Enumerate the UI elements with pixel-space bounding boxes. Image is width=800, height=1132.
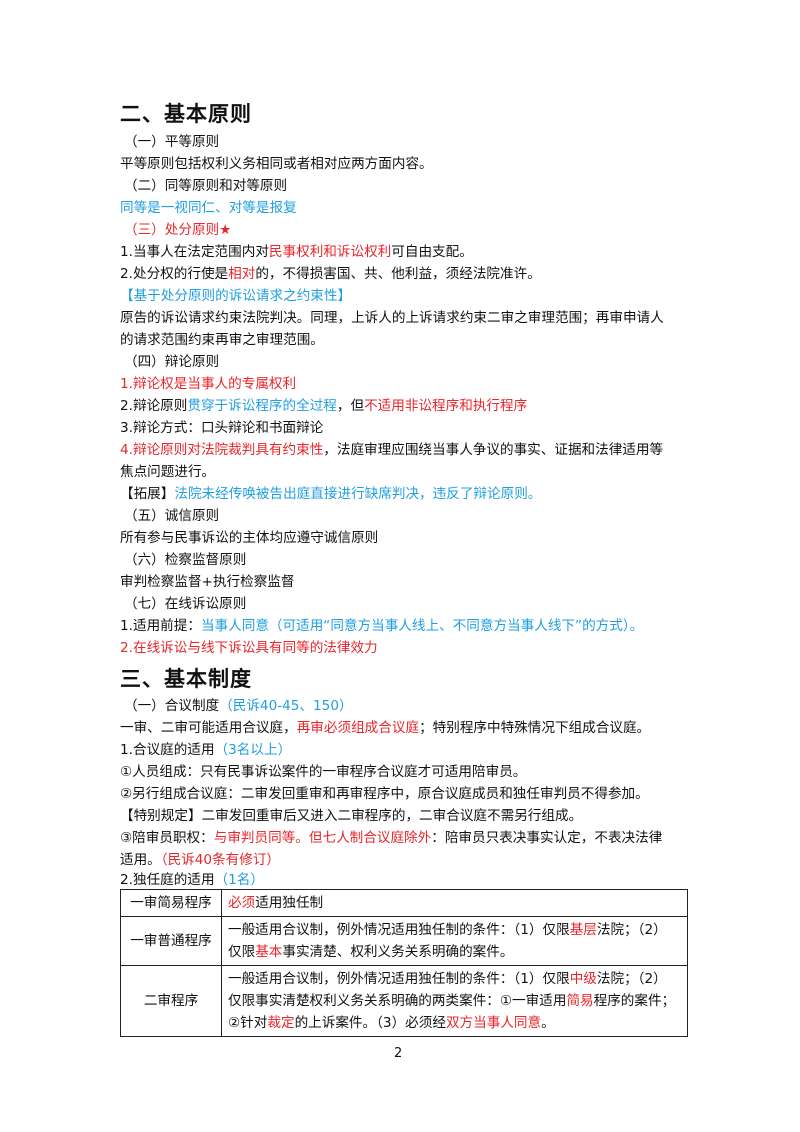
principle-supervision-heading: （六）检察监督原则 bbox=[124, 552, 247, 568]
principle-debate-heading: （四）辩论原则 bbox=[124, 354, 220, 370]
table-cell-content: 一般适用合议制，例外情况适用独任制的条件：（1）仅限中级法院；（2） 仅限事实清… bbox=[221, 965, 688, 1037]
principle-reciprocity-note: 同等是一视同仁、对等是报复 bbox=[120, 200, 297, 216]
debate-line-2: 2.辩论原则贯穿于诉讼程序的全过程，但不适用非讼程序和执行程序 bbox=[120, 398, 528, 414]
disposition-line-1: 1.当事人在法定范围内对民事权利和诉讼权利可自由支配。 bbox=[120, 244, 473, 260]
principle-reciprocity-heading: （二）同等原则和对等原则 bbox=[124, 178, 288, 194]
debate-line-4-cont: 焦点问题进行。 bbox=[120, 464, 216, 480]
collegial-line-6: ③陪审员职权：与审判员同等。但七人制合议庭除外：陪审员只表决事实认定，不表决法律 bbox=[120, 830, 663, 846]
page-number: 2 bbox=[394, 1046, 403, 1061]
disposition-line-2: 2.处分权的行使是相对的，不得损害国、共、他利益，须经法院准许。 bbox=[120, 266, 541, 282]
debate-line-3: 3.辩论方式：口头辩论和书面辩论 bbox=[120, 420, 324, 436]
table-row: 一审简易程序 必须适用独任制 bbox=[120, 889, 688, 917]
principle-good-faith-heading: （五）诚信原则 bbox=[124, 508, 220, 524]
collegial-line-3: ①人员组成：只有民事诉讼案件的一审程序合议庭才可适用陪审员。 bbox=[120, 764, 527, 780]
debate-extension: 【拓展】法院未经传唤被告出庭直接进行缺席判决，违反了辩论原则。 bbox=[120, 486, 542, 502]
online-line-1: 1.适用前提：当事人同意（可适用“同意方当事人线上、不同意方当事人线下”的方式）… bbox=[120, 618, 644, 634]
sole-judge-table: 一审简易程序 必须适用独任制 一审普通程序 一般适用合议制，例外情况适用独任制的… bbox=[120, 889, 688, 1037]
principle-good-faith-text: 所有参与民事诉讼的主体均应遵守诚信原则 bbox=[120, 530, 379, 546]
principle-equality-heading: （一）平等原则 bbox=[124, 134, 220, 150]
principle-equality-text: 平等原则包括权利义务相同或者相对应两方面内容。 bbox=[120, 156, 433, 172]
debate-line-4: 4.辩论原则对法院裁判具有约束性，法庭审理应围绕当事人争议的事实、证据和法律适用… bbox=[120, 442, 664, 458]
disposition-subheading: 【基于处分原则的诉讼请求之约束性】 bbox=[120, 288, 352, 304]
section-heading-basic-systems: 三、基本制度 bbox=[120, 667, 252, 691]
sole-judge-heading: 2.独任庭的适用（1名） bbox=[120, 872, 264, 888]
table-cell-label: 一审简易程序 bbox=[120, 889, 222, 917]
disposition-sub-line-1: 原告的诉讼请求约束法院判决。同理，上诉人的上诉请求约束二审之审理范围；再审申请人 bbox=[120, 310, 664, 326]
table-cell-content: 必须适用独任制 bbox=[221, 889, 688, 917]
collegial-line-4: ②另行组成合议庭：二审发回重审和再审程序中，原合议庭成员和独任审判员不得参加。 bbox=[120, 786, 649, 802]
table-row: 一审普通程序 一般适用合议制，例外情况适用独任制的条件：（1）仅限基层法院；（2… bbox=[120, 916, 688, 966]
debate-line-1: 1.辩论权是当事人的专属权利 bbox=[120, 376, 297, 392]
collegial-line-7: 适用。（民诉40条有修订） bbox=[120, 852, 281, 868]
principle-supervision-text: 审判检察监督+执行检察监督 bbox=[120, 574, 295, 590]
section-heading-basic-principles: 二、基本原则 bbox=[120, 102, 252, 126]
collegial-line-1: 一审、二审可能适用合议庭，再审必须组成合议庭；特别程序中特殊情况下组成合议庭。 bbox=[120, 720, 651, 736]
table-row: 二审程序 一般适用合议制，例外情况适用独任制的条件：（1）仅限中级法院；（2） … bbox=[120, 965, 688, 1037]
collegial-line-2: 1.合议庭的适用（3名以上） bbox=[120, 742, 292, 758]
disposition-sub-line-2: 的请求范围约束再审之审理范围。 bbox=[120, 332, 324, 348]
online-line-2: 2.在线诉讼与线下诉讼具有同等的法律效力 bbox=[120, 640, 378, 656]
table-cell-content: 一般适用合议制，例外情况适用独任制的条件：（1）仅限基层法院；（2） 仅限基本事… bbox=[221, 916, 688, 966]
table-cell-label: 一审普通程序 bbox=[120, 916, 222, 966]
principle-disposition-heading: （三）处分原则★ bbox=[124, 222, 232, 238]
collegial-system-heading: （一）合议制度（民诉40-45、150） bbox=[124, 698, 353, 714]
principle-online-heading: （七）在线诉讼原则 bbox=[124, 596, 247, 612]
table-cell-label: 二审程序 bbox=[120, 965, 222, 1037]
collegial-special-rule: 【特别规定】二审发回重审后又进入二审程序的，二审合议庭不需另行组成。 bbox=[120, 808, 583, 824]
